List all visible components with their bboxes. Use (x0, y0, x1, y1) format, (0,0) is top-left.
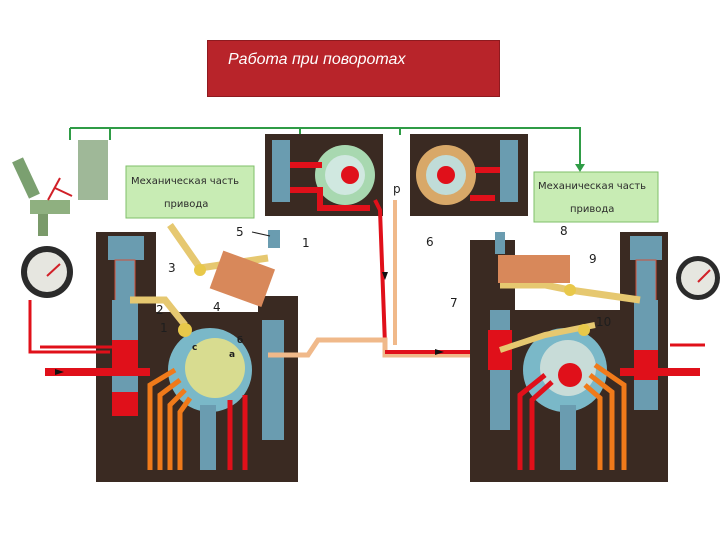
label-3: 3 (168, 261, 176, 275)
label-2: 2 (156, 303, 164, 317)
arrow-right-icon (55, 369, 64, 375)
label-8: 8 (560, 224, 568, 238)
label-p: р (393, 182, 401, 196)
label-1-left: 1 (160, 321, 168, 335)
mech-left-line1: Механическая часть (131, 176, 239, 187)
mech-left-line2: привода (164, 199, 208, 210)
mech-right-line2: привода (570, 204, 614, 215)
top-center-valves: р (265, 134, 528, 346)
callout-labels: 5 1 6 3 2 1 4 б с а 7 8 9 10 (156, 224, 611, 360)
label-6: 6 (426, 235, 434, 249)
mechanical-drive-box-right: Механическая часть привода (533, 171, 659, 223)
left-hydraulic-unit (96, 222, 298, 482)
mech-right-line1: Механическая часть (538, 181, 646, 192)
control-link-lines (69, 127, 581, 168)
arrow-right-icon (435, 349, 444, 355)
label-4: 4 (213, 300, 221, 314)
label-b: б (237, 335, 243, 346)
label-1-top: 1 (302, 236, 310, 250)
label-9: 9 (589, 252, 597, 266)
pressure-gauge-right (676, 256, 720, 300)
title-banner: Работа при поворотах (207, 40, 500, 97)
label-7: 7 (450, 296, 458, 310)
pressure-gauge-left (21, 246, 73, 298)
label-a: а (229, 350, 235, 360)
mechanical-drive-box-left: Механическая часть привода (125, 165, 255, 219)
label-c: с (192, 343, 197, 353)
control-lever (12, 140, 108, 236)
arrow-down-icon (575, 164, 585, 172)
arrow-down-icon (382, 272, 388, 280)
label-5: 5 (236, 225, 244, 239)
label-10: 10 (596, 315, 611, 329)
right-hydraulic-unit (470, 232, 668, 482)
page-title: Работа при поворотах (228, 51, 406, 68)
right-piping (517, 343, 705, 470)
